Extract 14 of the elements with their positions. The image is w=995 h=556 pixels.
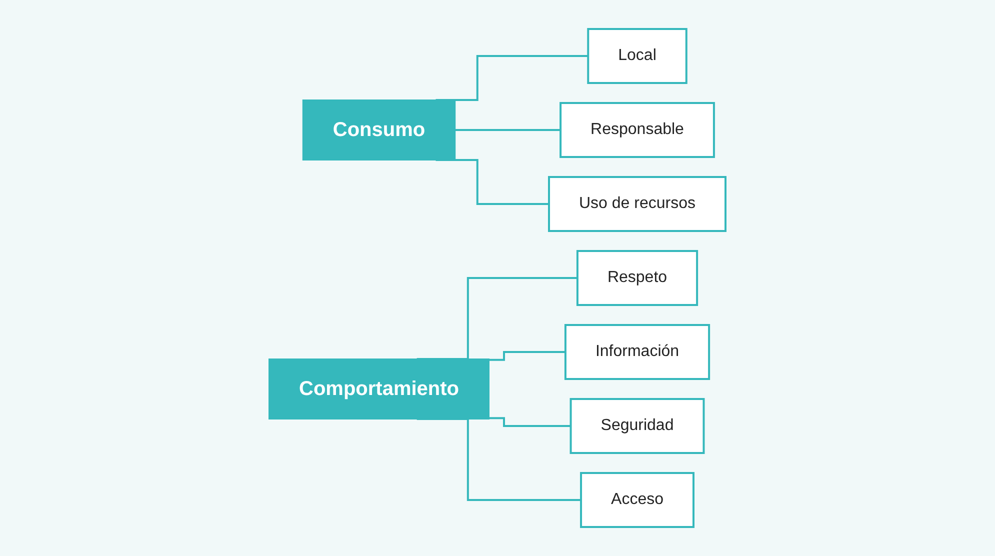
node-box: Local (587, 28, 688, 84)
connector (417, 277, 578, 360)
node-box: Responsable (560, 102, 716, 158)
node-box: Uso de recursos (548, 176, 727, 232)
node-box: Comportamiento (268, 358, 490, 420)
node-box: Información (564, 324, 710, 380)
connector (489, 351, 566, 361)
connector (436, 55, 588, 101)
node-box: Consumo (302, 100, 456, 160)
node-box: Acceso (580, 472, 695, 528)
node-box: Seguridad (570, 398, 705, 454)
node-box: Respeto (576, 250, 698, 306)
connector (455, 129, 561, 131)
connector (489, 417, 572, 427)
